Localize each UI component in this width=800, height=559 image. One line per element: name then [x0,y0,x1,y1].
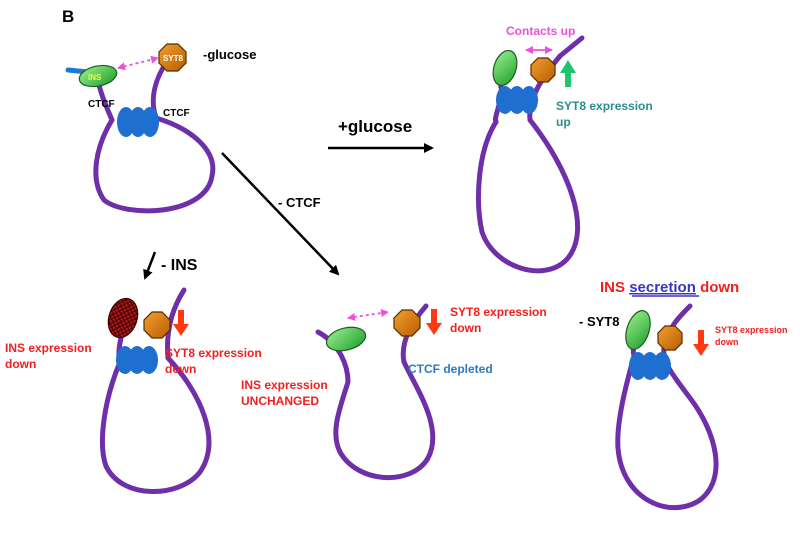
ins-gene-label: INS [88,73,102,82]
syt8-gene [530,57,556,83]
syt8-expression-line1: SYT8 expression [450,305,547,319]
ins-gene [78,64,118,88]
ins-expression-line1: INS expression [5,341,92,355]
minus-syt8-label: - SYT8 [579,314,619,329]
ctcf-label-right: CTCF [163,108,190,119]
ins-gene [492,49,518,87]
syt8-expression-line2: up [556,115,571,129]
arrow-minus-ins [143,251,157,280]
ins-expression-line2: down [5,357,36,371]
loop-minus-ins: INS expression down SYT8 expression down [5,287,262,494]
syt8-expression-line1: SYT8 expression [556,99,653,113]
ctcf-cohesin [117,107,159,137]
syt8-expression-line1: SYT8 expression [715,325,788,335]
chromatin-loop [315,303,436,480]
up-arrow-icon [560,60,576,87]
plus-glucose-label: +glucose [338,117,412,136]
syt8-gene [393,309,421,337]
syt8-expression-line2: down [715,337,739,347]
minus-ins-label: - INS [161,257,198,274]
syt8-gene [143,311,171,339]
down-arrow-icon [693,330,709,356]
arrow-minus-ctcf [221,152,340,276]
chromatin-loop [93,57,216,214]
ins-gene-mutated [107,297,139,339]
loop-glucose-minus: INS SYT8 -glucose CTCF CTCF [65,43,256,214]
syt8-expression-line1: SYT8 expression [165,346,262,360]
down-arrow-icon [173,310,189,336]
syt8-gene [158,43,187,72]
ctcf-cohesin [116,346,158,374]
syt8-gene-label: SYT8 [163,54,184,63]
ctcf-depleted-label: CTCF depleted [408,362,493,376]
syt8-expression-line2: down [165,362,196,376]
ctcf-cohesin [496,86,538,114]
ins-expression-line2: UNCHANGED [241,394,319,408]
syt8-expression-line2: down [450,321,481,335]
loop-minus-ctcf: SYT8 expression down CTCF depleted INS e… [241,303,547,480]
contacts-up-label: Contacts up [506,24,575,38]
minus-ctcf-label: - CTCF [278,195,321,210]
ins-gene [325,326,367,352]
loop-glucose-plus: Contacts up SYT8 expression up [476,24,653,274]
ins-expression-line1: INS expression [241,378,328,392]
contact-arrow [347,309,389,321]
ins-gene [625,310,651,350]
contact-arrow [117,55,159,71]
secretion-title: INS secretion down [600,279,739,296]
syt8-gene [657,325,683,351]
ctcf-label-left: CTCF [88,99,115,110]
loop-minus-syt8: SYT8 expression down - SYT8 INS secretio… [579,279,788,511]
minus-glucose-label: -glucose [203,47,256,62]
panel-letter: B [62,7,74,26]
down-arrow-icon [426,309,442,335]
ctcf-cohesin [629,352,671,380]
transition-arrows: +glucose - CTCF - INS [143,117,434,280]
